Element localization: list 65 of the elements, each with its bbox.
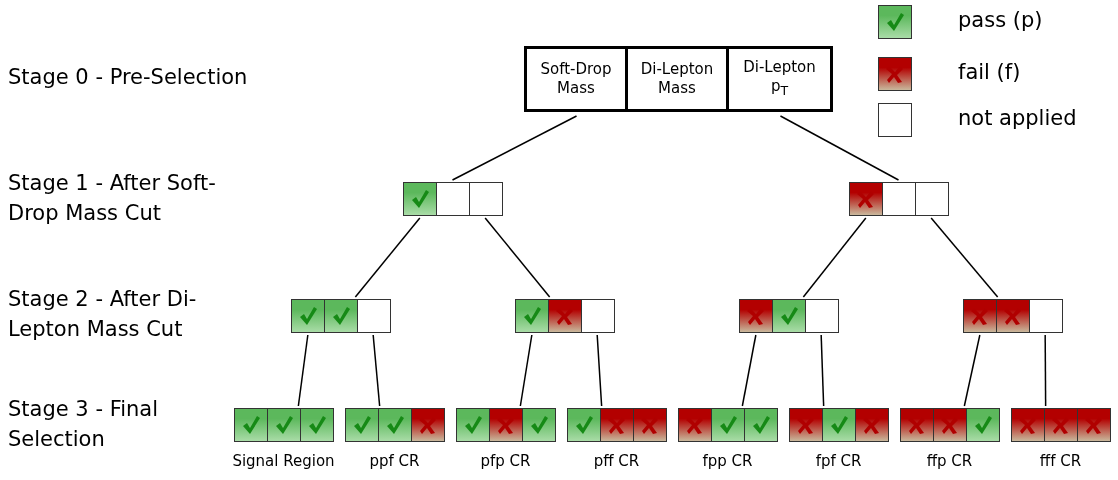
fail-cell	[789, 408, 823, 442]
tree-line	[741, 334, 757, 407]
fail-cell	[411, 408, 445, 442]
legend-text: pass (p)	[958, 8, 1043, 32]
fail-cell	[900, 408, 934, 442]
stage-label: Stage 0 - Pre-Selection	[8, 64, 249, 91]
tree-line	[779, 115, 900, 181]
tree-line	[930, 217, 999, 298]
region-label: fpp CR	[702, 452, 753, 470]
pass-cell	[966, 408, 1000, 442]
pass-cell	[515, 299, 549, 333]
pass-cell	[772, 299, 806, 333]
pass-cell	[567, 408, 601, 442]
pass-cell	[300, 408, 334, 442]
fail-cell	[600, 408, 634, 442]
tree-line	[484, 217, 551, 298]
criteria-table	[524, 46, 833, 112]
pass-cell	[711, 408, 745, 442]
pass-cell	[456, 408, 490, 442]
tree-line	[451, 115, 578, 181]
region-label: Signal Region	[232, 452, 335, 470]
fail-cell	[1044, 408, 1078, 442]
fail-cell	[933, 408, 967, 442]
stage-label: Stage 3 - Final Selection	[8, 396, 160, 453]
pass-cell	[234, 408, 268, 442]
criteria-text: Di-Lepton p$_{T}$	[742, 57, 817, 100]
fail-cell	[1011, 408, 1045, 442]
fail-cell	[678, 408, 712, 442]
stage-label: Stage 2 - After Di-Lepton Mass Cut	[8, 286, 198, 343]
fail-cell	[633, 408, 667, 442]
fail-cell	[963, 299, 997, 333]
region-label: fpf CR	[815, 452, 862, 470]
pass-cell	[522, 408, 556, 442]
legend-text: not applied	[958, 106, 1077, 130]
tree-line	[596, 334, 603, 407]
region-label: pff CR	[593, 452, 640, 470]
criteria-text: Soft-Drop Mass	[527, 49, 628, 109]
pass-cell	[403, 182, 437, 216]
pass-cell	[345, 408, 379, 442]
stage-label: Stage 1 - After Soft-Drop Mass Cut	[8, 170, 217, 227]
tree-line	[297, 334, 309, 407]
fail-cell	[739, 299, 773, 333]
pass-cell	[324, 299, 358, 333]
fail-cell	[855, 408, 889, 442]
tree-line	[519, 334, 533, 407]
region-label: fff CR	[1039, 452, 1082, 470]
fail-cell	[996, 299, 1030, 333]
tree-line	[963, 334, 981, 407]
pass-cell	[291, 299, 325, 333]
region-label: ffp CR	[926, 452, 973, 470]
region-label: pfp CR	[480, 452, 531, 470]
pass-cell	[267, 408, 301, 442]
legend-text: fail (f)	[958, 60, 1021, 84]
fail-cell	[548, 299, 582, 333]
pass-cell	[822, 408, 856, 442]
tree-line	[1044, 334, 1047, 407]
pass-cell	[378, 408, 412, 442]
fail-cell	[1077, 408, 1111, 442]
tree-line	[372, 334, 381, 407]
criteria-text: Di-Lepton Mass	[628, 49, 729, 109]
fail-cell	[489, 408, 523, 442]
fail-cell	[849, 182, 883, 216]
region-label: ppf CR	[369, 452, 420, 470]
tree-line	[820, 334, 825, 407]
pass-cell	[744, 408, 778, 442]
